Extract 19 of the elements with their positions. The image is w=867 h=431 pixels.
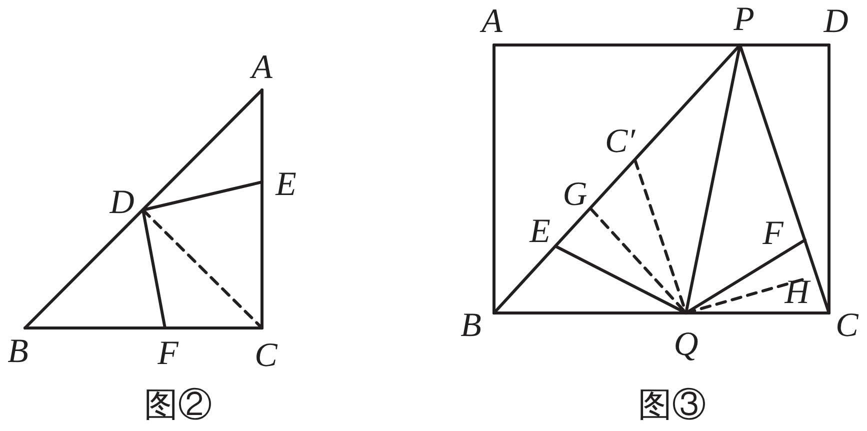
point-label: G: [562, 178, 588, 212]
point-label: H: [784, 276, 810, 310]
point-label: B: [460, 309, 482, 343]
point-label: A: [482, 5, 502, 39]
point-label: E: [530, 215, 550, 249]
figure-caption: 图③: [638, 388, 706, 422]
point-label: E: [276, 168, 296, 202]
point-label: C: [254, 339, 278, 373]
point-label: C′: [604, 125, 636, 159]
point-label: A: [252, 51, 272, 85]
point-label: B: [8, 335, 28, 369]
point-label: P: [734, 3, 754, 37]
point-label: D: [824, 5, 848, 39]
point-label: Q: [674, 328, 698, 362]
point-label: F: [158, 337, 178, 371]
point-label: C: [836, 309, 858, 343]
point-label: D: [110, 186, 134, 220]
point-label: F: [762, 217, 784, 251]
figure-caption: 图②: [144, 388, 212, 422]
